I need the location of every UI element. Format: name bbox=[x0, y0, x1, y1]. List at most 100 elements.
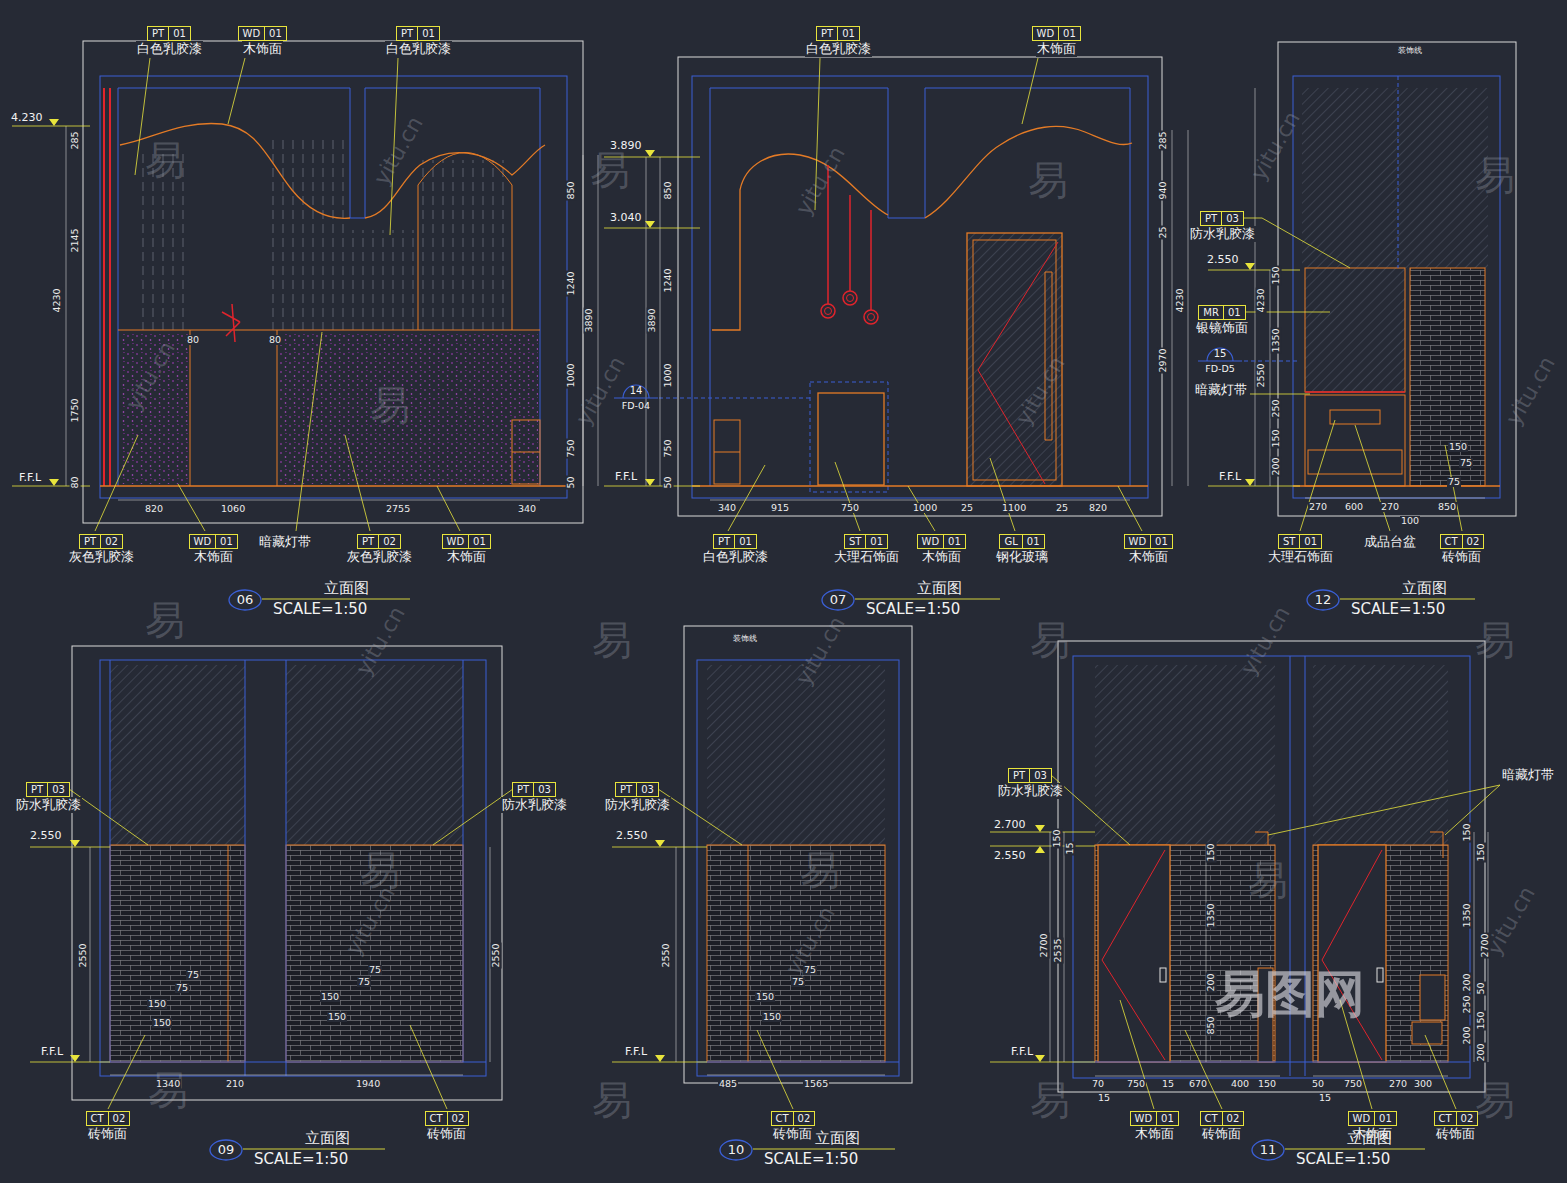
dimension-value: 150 bbox=[1052, 828, 1063, 848]
dimension-value: 80 bbox=[268, 335, 282, 346]
dimension-value: 75 bbox=[803, 965, 817, 976]
dimension-value: 1350 bbox=[1206, 902, 1217, 928]
material-name: 木饰面 bbox=[1134, 1126, 1175, 1142]
elevation-11-part bbox=[1050, 832, 1488, 1076]
dimension-value: 820 bbox=[144, 504, 164, 515]
level-mark: 2.550 bbox=[29, 830, 63, 843]
drawing-number: 12 bbox=[1306, 589, 1340, 611]
tag-frame: WD01 bbox=[189, 534, 238, 549]
material-code: PT bbox=[616, 783, 636, 796]
dimension-value: 2700 bbox=[1480, 932, 1491, 958]
drawing-title: 立面图 bbox=[1347, 1129, 1392, 1147]
material-name: 木饰面 bbox=[446, 549, 487, 565]
elevation-11 bbox=[990, 641, 1500, 1109]
level-mark: F.F.L bbox=[624, 1046, 648, 1059]
elevation-06-part bbox=[512, 420, 540, 484]
dimension-value: 15 bbox=[1097, 1093, 1111, 1104]
material-number: 01 bbox=[215, 535, 237, 548]
material-code: PT bbox=[1009, 769, 1029, 782]
dimension-value: 2145 bbox=[70, 227, 81, 253]
tag-frame: WD01 bbox=[1348, 1111, 1397, 1126]
material-name: 白色乳胶漆 bbox=[805, 41, 872, 57]
drawing-scale: SCALE=1:50 bbox=[1296, 1150, 1390, 1168]
tag-frame: WD01 bbox=[238, 26, 287, 41]
detail-callout: 14FD-04 bbox=[614, 382, 658, 414]
dimension-value: 2550 bbox=[78, 942, 89, 968]
material-number: 01 bbox=[264, 27, 286, 40]
material-code: PT bbox=[397, 27, 417, 40]
elevation-12-part bbox=[1293, 76, 1500, 498]
tag-frame: ST01 bbox=[1278, 534, 1322, 549]
elevation-11-part bbox=[1058, 641, 1485, 1092]
material-code: MR bbox=[1199, 306, 1223, 319]
callout-number: 15 bbox=[1198, 347, 1242, 360]
material-number: 02 bbox=[100, 535, 122, 548]
elevation-06-part bbox=[272, 140, 344, 330]
material-code: PT bbox=[1201, 212, 1221, 225]
level-mark: F.F.L bbox=[614, 471, 638, 484]
elevation-06-part bbox=[100, 485, 567, 487]
material-tag: PT01白色乳胶漆 bbox=[805, 26, 872, 57]
watermark: 易 bbox=[145, 597, 185, 643]
watermark: 易 bbox=[370, 382, 410, 428]
dimension-value: 150 bbox=[1206, 842, 1217, 862]
elevation-06-part bbox=[104, 88, 110, 486]
dimension-value: 75 bbox=[368, 965, 382, 976]
watermark: 易 bbox=[800, 847, 840, 893]
tag-frame: ST01 bbox=[844, 534, 888, 549]
elevation-10-part bbox=[684, 626, 912, 1083]
dimension-value: 150 bbox=[1476, 842, 1487, 862]
dimension-value: 200 bbox=[1462, 972, 1473, 992]
title-circle bbox=[210, 1140, 242, 1160]
dimension-value: 75 bbox=[1447, 477, 1461, 488]
dimension-value: 300 bbox=[1413, 1079, 1433, 1090]
material-number: 02 bbox=[378, 535, 400, 548]
dimension-value: 25 bbox=[1055, 503, 1069, 514]
elevation-07 bbox=[604, 57, 1188, 531]
tag-frame: PT01 bbox=[147, 26, 191, 41]
material-code: PT bbox=[513, 783, 533, 796]
dimension-value: 1340 bbox=[155, 1079, 181, 1090]
dimension-value: 1000 bbox=[912, 503, 938, 514]
dimension-value: 100 bbox=[1400, 516, 1420, 527]
elevation-07-part bbox=[821, 304, 835, 318]
material-code: WD bbox=[918, 535, 944, 548]
dimension-value: 150 bbox=[1271, 428, 1282, 448]
tag-frame: MR01 bbox=[1198, 305, 1245, 320]
material-code: WD bbox=[190, 535, 216, 548]
dimension-value: 75 bbox=[175, 983, 189, 994]
dimension-value: 2535 bbox=[1053, 937, 1064, 963]
tag-frame: PT03 bbox=[1200, 211, 1244, 226]
tag-frame: CT02 bbox=[86, 1111, 131, 1126]
elevation-09-part bbox=[69, 789, 513, 1109]
dimension-value: 400 bbox=[1230, 1079, 1250, 1090]
elevation-07-part bbox=[678, 57, 1162, 516]
elevation-title-marker: 09立面图SCALE=1:50 bbox=[209, 1139, 243, 1161]
dimension-value: 80 bbox=[70, 475, 81, 489]
material-code: CT bbox=[1435, 1112, 1456, 1125]
watermark: 易 bbox=[592, 1077, 632, 1123]
elevation-09-part bbox=[110, 665, 245, 845]
dimension-value: 150 bbox=[1448, 442, 1468, 453]
tag-frame: PT03 bbox=[512, 782, 556, 797]
drawing-number: 07 bbox=[821, 589, 855, 611]
dimension-value: 820 bbox=[1088, 503, 1108, 514]
elevation-07-part bbox=[868, 314, 875, 321]
dimension-value: 1100 bbox=[1001, 503, 1027, 514]
material-number: 01 bbox=[865, 535, 887, 548]
dimension-value: 600 bbox=[1344, 502, 1364, 513]
callout-number: 14 bbox=[614, 384, 658, 397]
elevation-title-marker: 11立面图SCALE=1:50 bbox=[1251, 1139, 1285, 1161]
elevation-12-part bbox=[1305, 391, 1405, 392]
watermark: 易图网 bbox=[1215, 966, 1365, 1024]
dimension-value: 75 bbox=[186, 970, 200, 981]
watermark: yitu.cn bbox=[790, 141, 849, 218]
elevation-title-marker: 07立面图SCALE=1:50 bbox=[821, 589, 855, 611]
material-code: PT bbox=[80, 535, 100, 548]
material-number: 01 bbox=[1156, 1112, 1178, 1125]
tag-frame: CT02 bbox=[1440, 534, 1485, 549]
material-tag: WD01木饰面 bbox=[917, 534, 966, 565]
material-tag: WD01木饰面 bbox=[238, 26, 287, 57]
elevation-07-part bbox=[692, 485, 1148, 487]
title-circle bbox=[1252, 1140, 1284, 1160]
